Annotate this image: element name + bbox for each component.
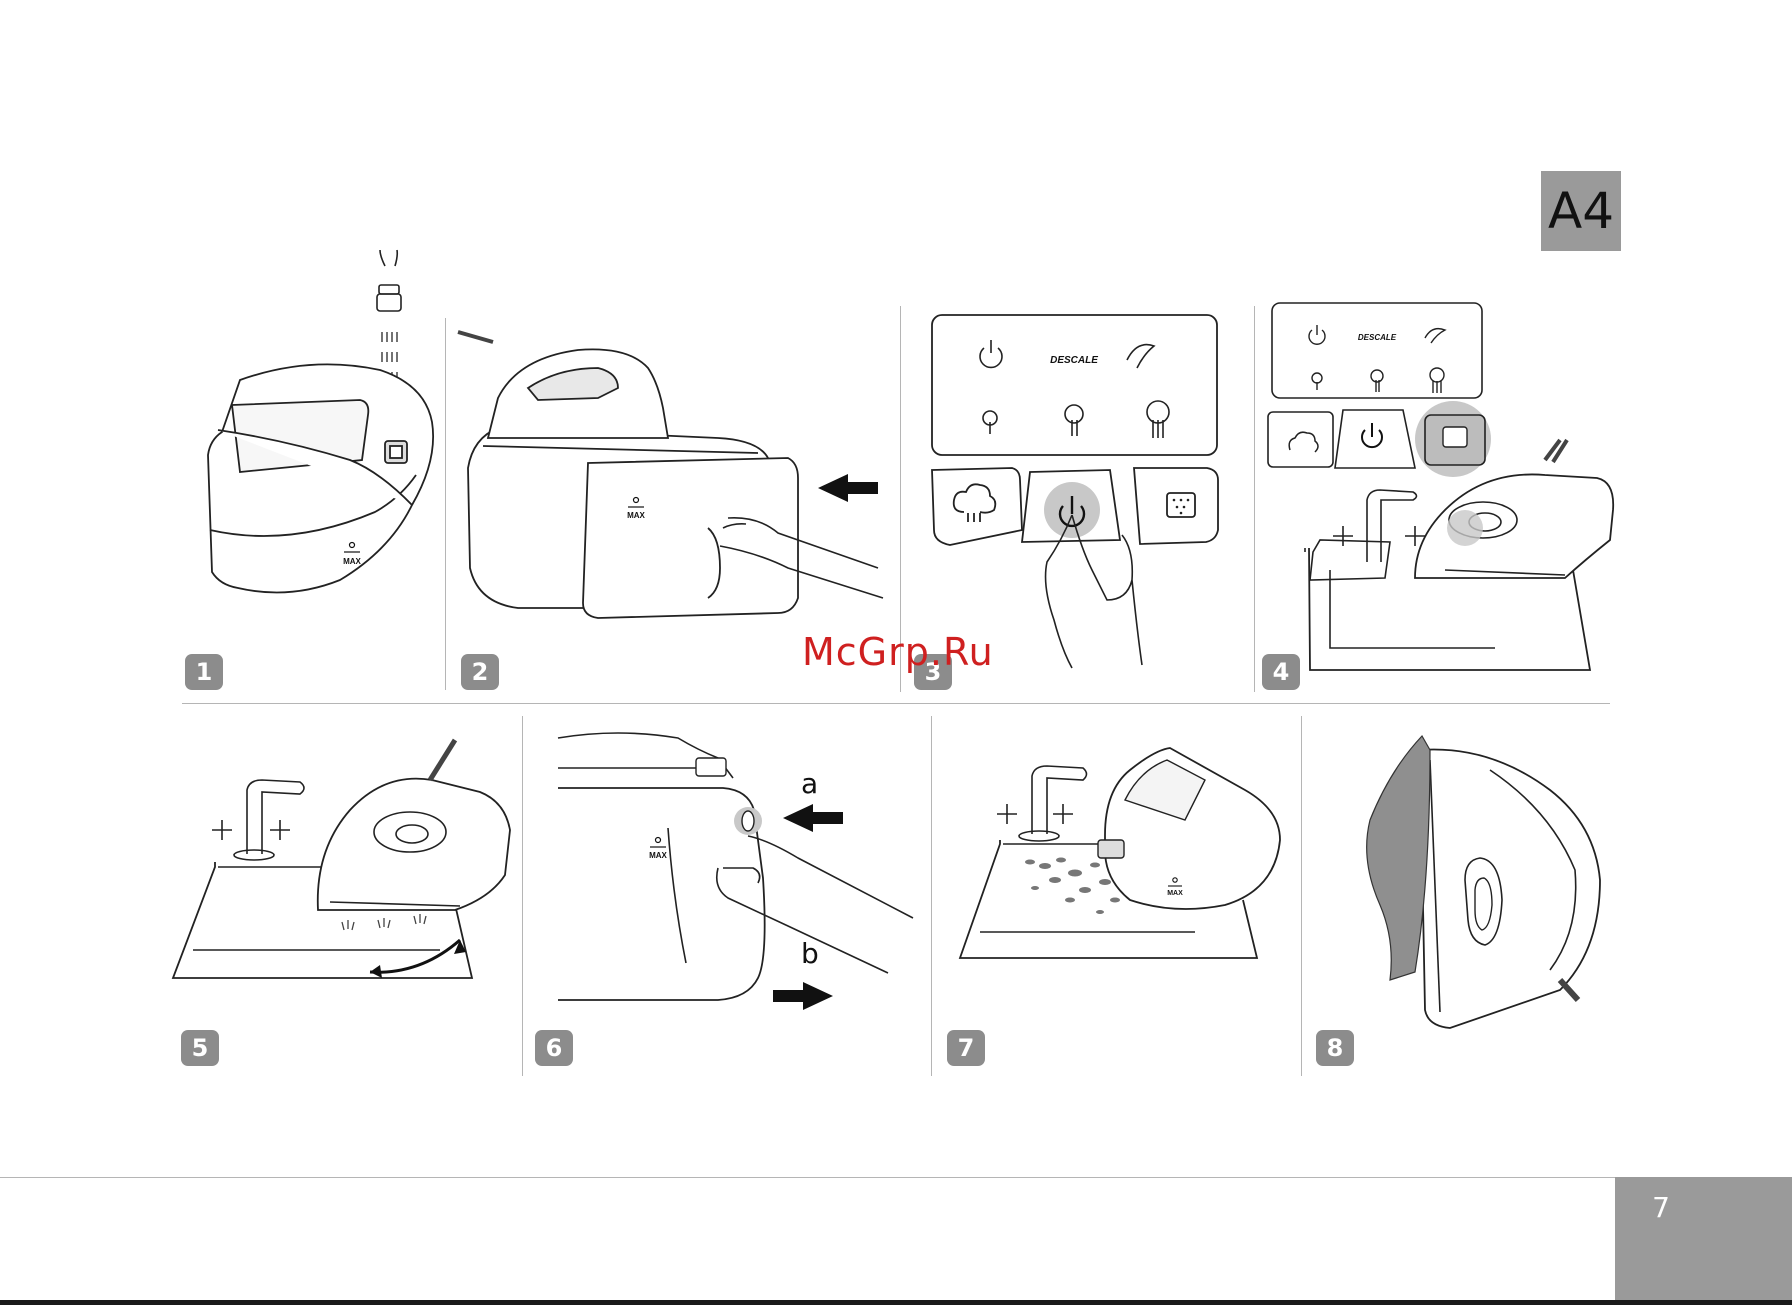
step-3-illustration: DESCALE bbox=[922, 310, 1232, 680]
column-divider bbox=[445, 318, 446, 690]
steam-station-base bbox=[558, 788, 765, 1000]
step-badge-4: 4 bbox=[1262, 654, 1300, 690]
footer-rule bbox=[0, 1177, 1615, 1178]
steam-burst-button bbox=[1268, 412, 1333, 467]
svg-text:MAX: MAX bbox=[343, 557, 361, 566]
step-badge-6: 6 bbox=[535, 1030, 573, 1066]
step-6-label-b: b bbox=[801, 937, 819, 970]
arrow-right-icon bbox=[773, 982, 833, 1010]
column-divider bbox=[522, 716, 523, 1076]
step-badge-7: 7 bbox=[947, 1030, 985, 1066]
step-4-illustration: DESCALE bbox=[1265, 300, 1625, 680]
watermark: McGrp.Ru bbox=[802, 630, 994, 674]
release-button bbox=[742, 811, 754, 831]
control-panel-display bbox=[1272, 303, 1482, 398]
step-6-label-a: a bbox=[801, 767, 818, 800]
step-badge-5: 5 bbox=[181, 1030, 219, 1066]
step-badge-1: 1 bbox=[185, 654, 223, 690]
rinse-soleplate-drawing bbox=[170, 730, 520, 980]
column-divider bbox=[1301, 716, 1302, 1076]
svg-text:MAX: MAX bbox=[627, 511, 645, 520]
column-divider bbox=[1254, 306, 1255, 692]
step-1-illustration: MAX bbox=[180, 250, 440, 670]
descale-over-sink-drawing: DESCALE bbox=[1265, 300, 1625, 680]
faucet-icon bbox=[1333, 490, 1425, 562]
step-7-illustration: MAX bbox=[955, 740, 1295, 970]
step-2-illustration: MAX bbox=[458, 328, 888, 628]
arrow-left-icon bbox=[818, 474, 878, 502]
power-button bbox=[1335, 410, 1415, 468]
step-6-illustration: MAX bbox=[558, 728, 918, 1028]
bottom-border bbox=[0, 1300, 1792, 1305]
step-badge-2: 2 bbox=[461, 654, 499, 690]
faucet-icon bbox=[997, 766, 1087, 841]
removable-tank bbox=[583, 458, 798, 618]
faucet-icon bbox=[212, 780, 304, 860]
step-8-illustration bbox=[1350, 730, 1610, 1030]
steam-burst-button bbox=[932, 468, 1022, 545]
page-number: 7 bbox=[1615, 1191, 1670, 1224]
water-tank bbox=[1105, 748, 1280, 909]
empty-tank-drawing: MAX bbox=[955, 740, 1295, 970]
section-tag: A4 bbox=[1541, 171, 1621, 251]
tank-filling-drawing: MAX bbox=[180, 250, 440, 670]
column-divider bbox=[931, 716, 932, 1076]
svg-text:MAX: MAX bbox=[649, 851, 667, 860]
water-tank bbox=[208, 364, 433, 592]
wipe-soleplate-drawing bbox=[1350, 730, 1610, 1030]
arrow-left-icon bbox=[783, 804, 843, 832]
insert-tank-drawing: MAX bbox=[458, 328, 888, 628]
descale-label: DESCALE bbox=[1050, 355, 1098, 366]
descale-label: DESCALE bbox=[1358, 333, 1397, 342]
step-badge-8: 8 bbox=[1316, 1030, 1354, 1066]
control-panel-drawing: DESCALE bbox=[922, 310, 1232, 680]
water-splash bbox=[1025, 858, 1120, 915]
iron bbox=[1420, 750, 1600, 1029]
step-5-illustration bbox=[170, 730, 520, 980]
svg-text:MAX: MAX bbox=[1167, 890, 1183, 897]
remove-tank-drawing: MAX bbox=[558, 728, 918, 1028]
row-divider bbox=[182, 703, 1610, 704]
control-panel-display bbox=[932, 315, 1217, 455]
page-number-box: 7 bbox=[1615, 1177, 1792, 1305]
descale-sponge-icon bbox=[1443, 427, 1467, 447]
cleaning-cloth bbox=[1367, 736, 1430, 980]
